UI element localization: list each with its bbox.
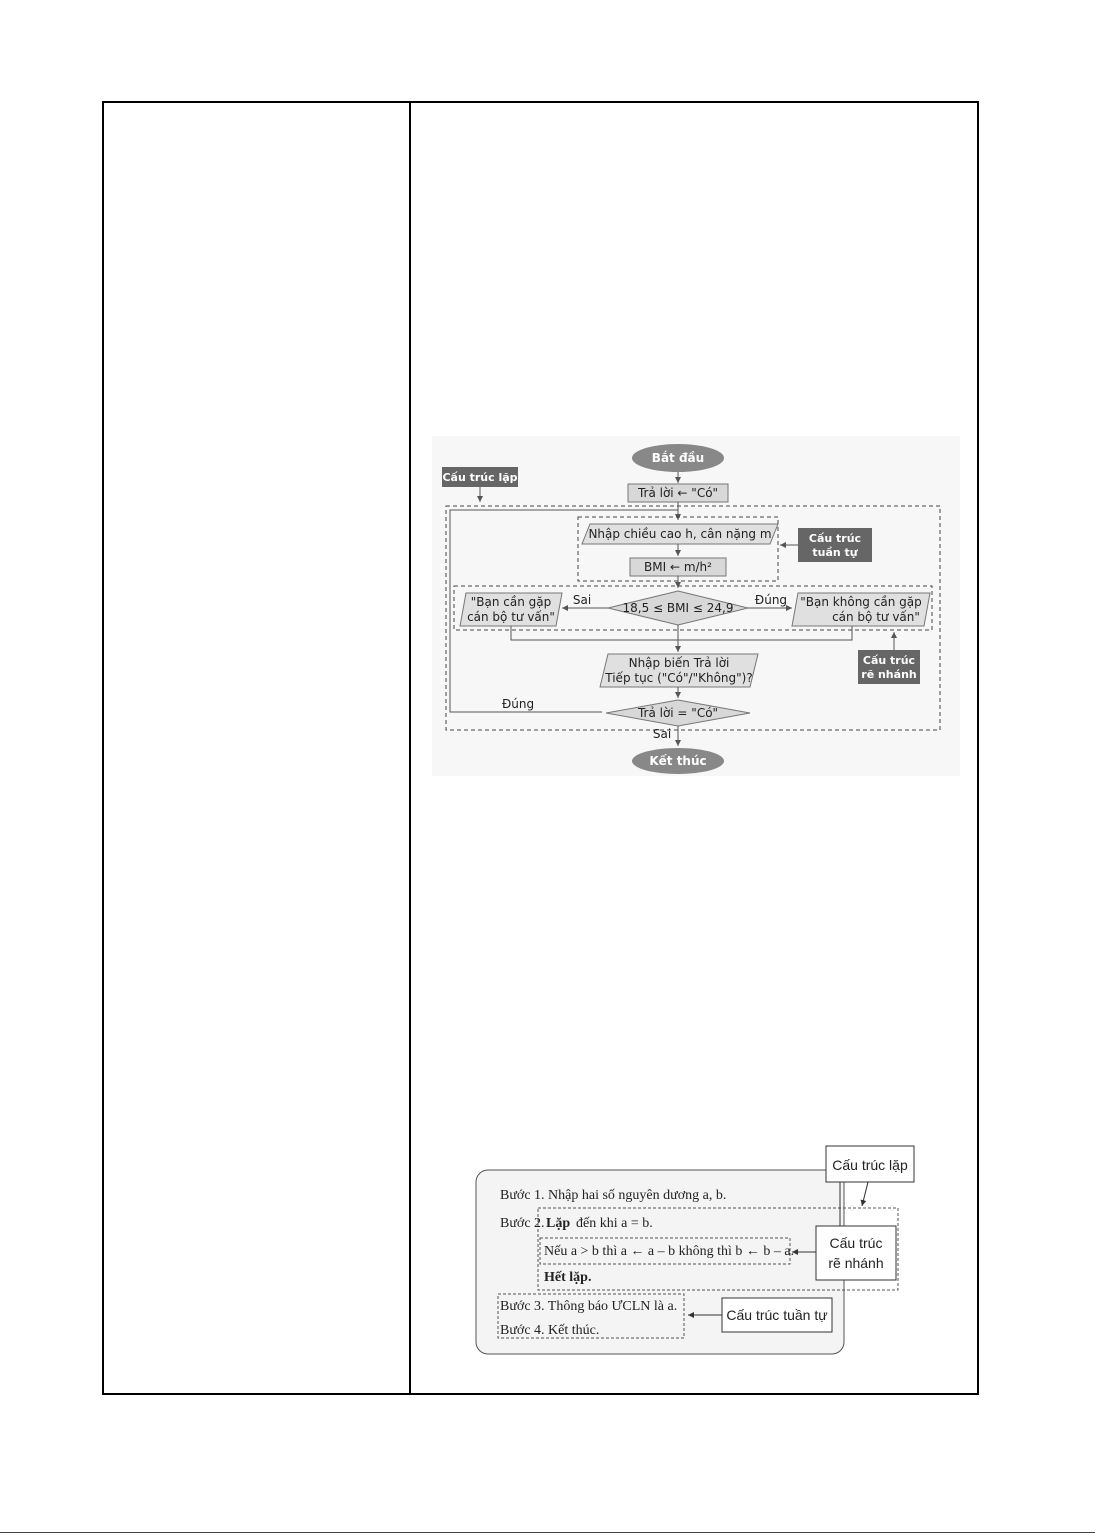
branch-structure-tag: [815, 1225, 897, 1281]
input-answer: [599, 653, 759, 688]
sequence-structure-tag: [798, 528, 872, 562]
input-height-weight: [581, 523, 779, 545]
branch-tag-line1: Cấu trúc: [863, 654, 915, 667]
algorithm-step2-prefix: Bước 2.: [500, 1216, 545, 1231]
branch-structure-frame: [539, 1237, 791, 1265]
bmi-flowchart-figure: Bắt đầu Cấu trúc lặp Trả lời ← "Có" Đúng…: [432, 436, 960, 776]
output-no-need-counselor: [791, 592, 931, 627]
sequence-tag-line1: Cấu trúc: [809, 532, 861, 545]
end-label: Kết thúc: [649, 754, 706, 768]
bmi-process-label: BMI ← m/h²: [644, 560, 712, 574]
loop-structure-tag: [442, 467, 518, 487]
end-terminal: [632, 748, 724, 774]
loop-structure-frame: [537, 1207, 899, 1291]
left-column-cell: [104, 103, 409, 1393]
branch-tag-line2: rẽ nhánh: [828, 1255, 883, 1271]
output-need-counselor: [459, 592, 563, 627]
column-divider: [409, 103, 411, 1393]
output-no-need-line2: cán bộ tư vấn": [832, 610, 920, 624]
loop-condition-label: Trả lời = "Có": [637, 706, 718, 720]
start-terminal: [632, 444, 724, 472]
output-need-line2: cán bộ tư vấn": [467, 610, 555, 624]
output-no-need-line1: "Bạn không cần gặp: [800, 595, 921, 609]
algorithm-end-loop: Hết lặp.: [544, 1270, 591, 1285]
loop-structure-frame: [445, 505, 941, 731]
branch-true-label: Đúng: [755, 593, 787, 607]
algorithm-step1: Bước 1. Nhập hai số nguyên dương a, b.: [500, 1188, 726, 1203]
loop-structure-tag: [825, 1145, 915, 1183]
loop-tag-label: Cấu trúc lặp: [832, 1157, 908, 1173]
gcd-algorithm-figure: Bước 1. Nhập hai số nguyên dương a, b. B…: [475, 1145, 915, 1355]
document-table: [102, 101, 979, 1395]
loop-structure-tag-label: Cấu trúc lặp: [442, 471, 517, 484]
input-answer-line1: Nhập biến Trả lời: [629, 656, 730, 670]
algorithm-step3: Bước 3. Thông báo ƯCLN là a.: [500, 1299, 677, 1314]
branch-tag-line2: rẽ nhánh: [861, 668, 916, 681]
algorithm-step2-keyword: Lặp: [546, 1216, 570, 1231]
start-label: Bắt đầu: [652, 451, 704, 465]
sequence-structure-frame: [497, 1293, 685, 1339]
output-need-line1: "Bạn cần gặp: [471, 595, 551, 609]
loop-true-label: Đúng: [502, 697, 534, 711]
init-process-label: Trả lời ← "Có": [637, 486, 718, 500]
sequence-structure-tag: [721, 1297, 833, 1333]
branch-structure-tag: [858, 650, 920, 684]
loop-false-label: Sai: [653, 727, 671, 741]
algorithm-if-line: Nếu a > b thì a ← a – b không thì b ← b …: [544, 1244, 794, 1259]
algorithm-step4: Bước 4. Kết thúc.: [500, 1323, 599, 1338]
branch-false-label: Sai: [573, 593, 591, 607]
input-height-weight-label: Nhập chiều cao h, cân nặng m: [588, 527, 771, 541]
bmi-condition-label: 18,5 ≤ BMI ≤ 24,9: [623, 601, 734, 615]
branch-structure-frame: [453, 585, 933, 631]
algorithm-step2-rest: đến khi a = b.: [576, 1216, 653, 1231]
page-bottom-rule: [0, 1532, 1095, 1533]
branch-tag-line1: Cấu trúc: [830, 1235, 883, 1251]
sequence-tag-line2: tuần tự: [812, 546, 858, 559]
input-answer-line2: Tiếp tục ("Có"/"Không")?: [604, 671, 752, 685]
sequence-tag-label: Cấu trúc tuần tự: [726, 1307, 827, 1323]
